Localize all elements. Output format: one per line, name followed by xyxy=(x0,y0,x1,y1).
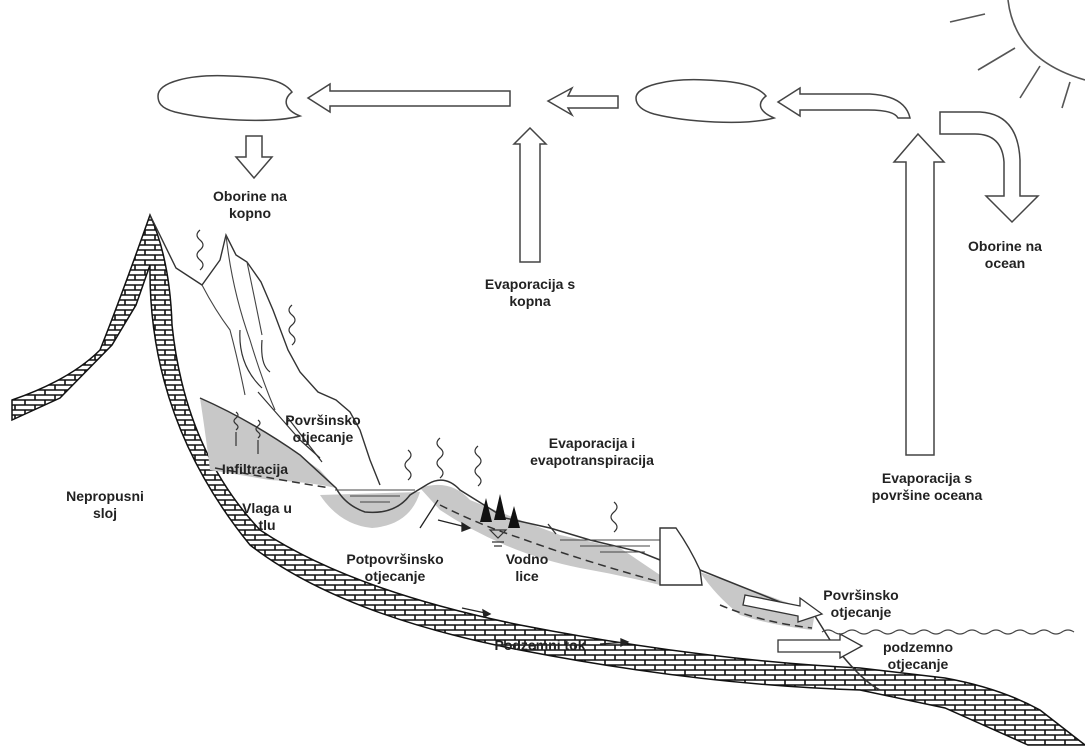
label-surface-runoff-lower: Površinsko otjecanje xyxy=(823,587,899,620)
reservoir xyxy=(560,539,660,553)
transport-arrow-left xyxy=(306,82,511,114)
label-groundwater-flow: Podzemni tok xyxy=(494,637,586,653)
label-evaporation-ocean: Evaporacija s površine oceana xyxy=(871,470,983,503)
wavy-evaporation-arrows xyxy=(196,229,618,533)
label-surface-runoff-upper: Površinsko otjecanje xyxy=(285,412,361,445)
label-infiltration: Infiltracija xyxy=(221,461,289,477)
label-evaporation-transpiration: Evaporacija i evapotranspiracija xyxy=(530,435,654,468)
infiltration-arrows xyxy=(233,411,261,454)
surface-runoff-arrow-upper xyxy=(299,439,557,535)
mountain-outline xyxy=(149,214,381,486)
precipitation-ocean-arrow xyxy=(939,111,1040,224)
impermeable-layer xyxy=(11,212,1085,746)
water-table-symbol-icon xyxy=(488,529,508,547)
label-subsurface-runoff: Potpovršinsko otjecanje xyxy=(346,551,444,584)
groundwater-runoff-arrow xyxy=(777,632,864,660)
label-groundwater-runoff: podzemno otjecanje xyxy=(883,639,953,672)
evaporation-land-arrow xyxy=(512,126,548,263)
label-water-table: Vodno lice xyxy=(505,551,549,584)
runoff-stream-lines xyxy=(239,329,323,463)
evaporation-ocean-arrow xyxy=(892,132,946,456)
ocean-surface xyxy=(821,629,1075,635)
mountain-detail xyxy=(201,234,276,411)
label-precipitation-ocean: Oborine na ocean xyxy=(968,238,1042,271)
lake xyxy=(335,489,415,503)
cloud-icon-right xyxy=(635,78,777,124)
soil-under-lake xyxy=(320,492,420,528)
transport-arrow-right xyxy=(776,86,911,119)
transport-arrow-middle xyxy=(546,86,619,118)
surface-runoff-arrow-lower xyxy=(742,594,824,623)
sun-icon xyxy=(949,0,1085,109)
water-table-dashed xyxy=(214,467,813,629)
label-impermeable-layer: Nepropusni sloj xyxy=(66,488,144,521)
soil-layer-middle xyxy=(420,484,660,585)
cloud-icon-left xyxy=(157,74,303,122)
label-soil-moisture: Vlaga u tlu xyxy=(242,500,292,533)
tree-icons xyxy=(480,494,520,528)
dam xyxy=(659,527,703,586)
precipitation-land-arrow xyxy=(234,135,274,180)
label-evaporation-land: Evaporacija s kopna xyxy=(484,276,576,309)
label-precipitation-land: Oborine na kopno xyxy=(213,188,287,221)
groundwater-flow-arrows xyxy=(419,499,630,648)
